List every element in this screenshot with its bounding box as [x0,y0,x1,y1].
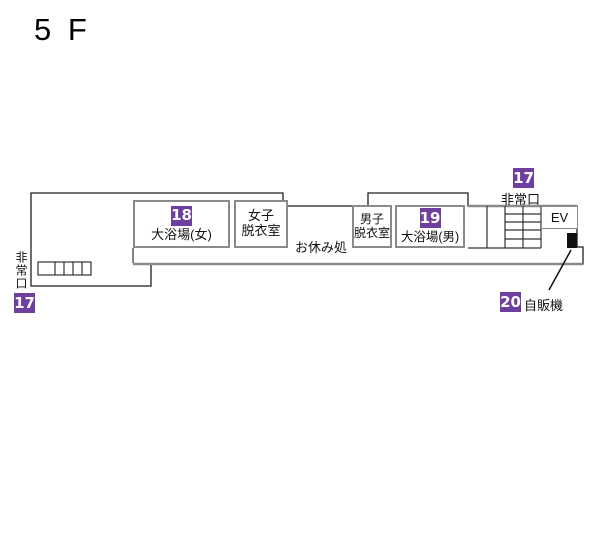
room-dressing-men-line1: 男子 [359,211,384,226]
vending-machine-marker [567,233,577,248]
room-dressing-women-line2: 脱衣室 [241,223,281,238]
exit-left-label: 非常口 [14,251,28,290]
room-bath-men: 19 大浴場(男) [395,205,465,248]
elevator-label: EV [550,210,569,225]
elevator-box: EV [541,206,578,229]
room-bath-women: 18 大浴場(女) [133,200,230,248]
vending-leader-line [548,249,572,291]
floor-title: 5 F [34,12,91,47]
badge-19: 19 [419,208,441,229]
badge-18: 18 [171,205,192,226]
badge-20: 20 [500,292,521,312]
room-bath-women-label: 大浴場(女) [151,226,212,242]
badge-17-right: 17 [513,168,534,188]
vending-machine-label: 自販機 [524,298,564,313]
room-bath-men-label: 大浴場(男) [400,230,460,245]
room-dressing-men: 男子 脱衣室 [352,205,392,248]
stairs-left [37,261,92,276]
room-dressing-women: 女子 脱衣室 [234,200,288,248]
room-dressing-men-line2: 脱衣室 [354,225,391,240]
room-dressing-women-line1: 女子 [247,208,274,224]
stairs-right [468,206,542,249]
badge-17-left: 17 [14,293,35,313]
exit-right-label: 非常口 [501,192,541,207]
rest-area-label: お休み処 [295,240,348,255]
